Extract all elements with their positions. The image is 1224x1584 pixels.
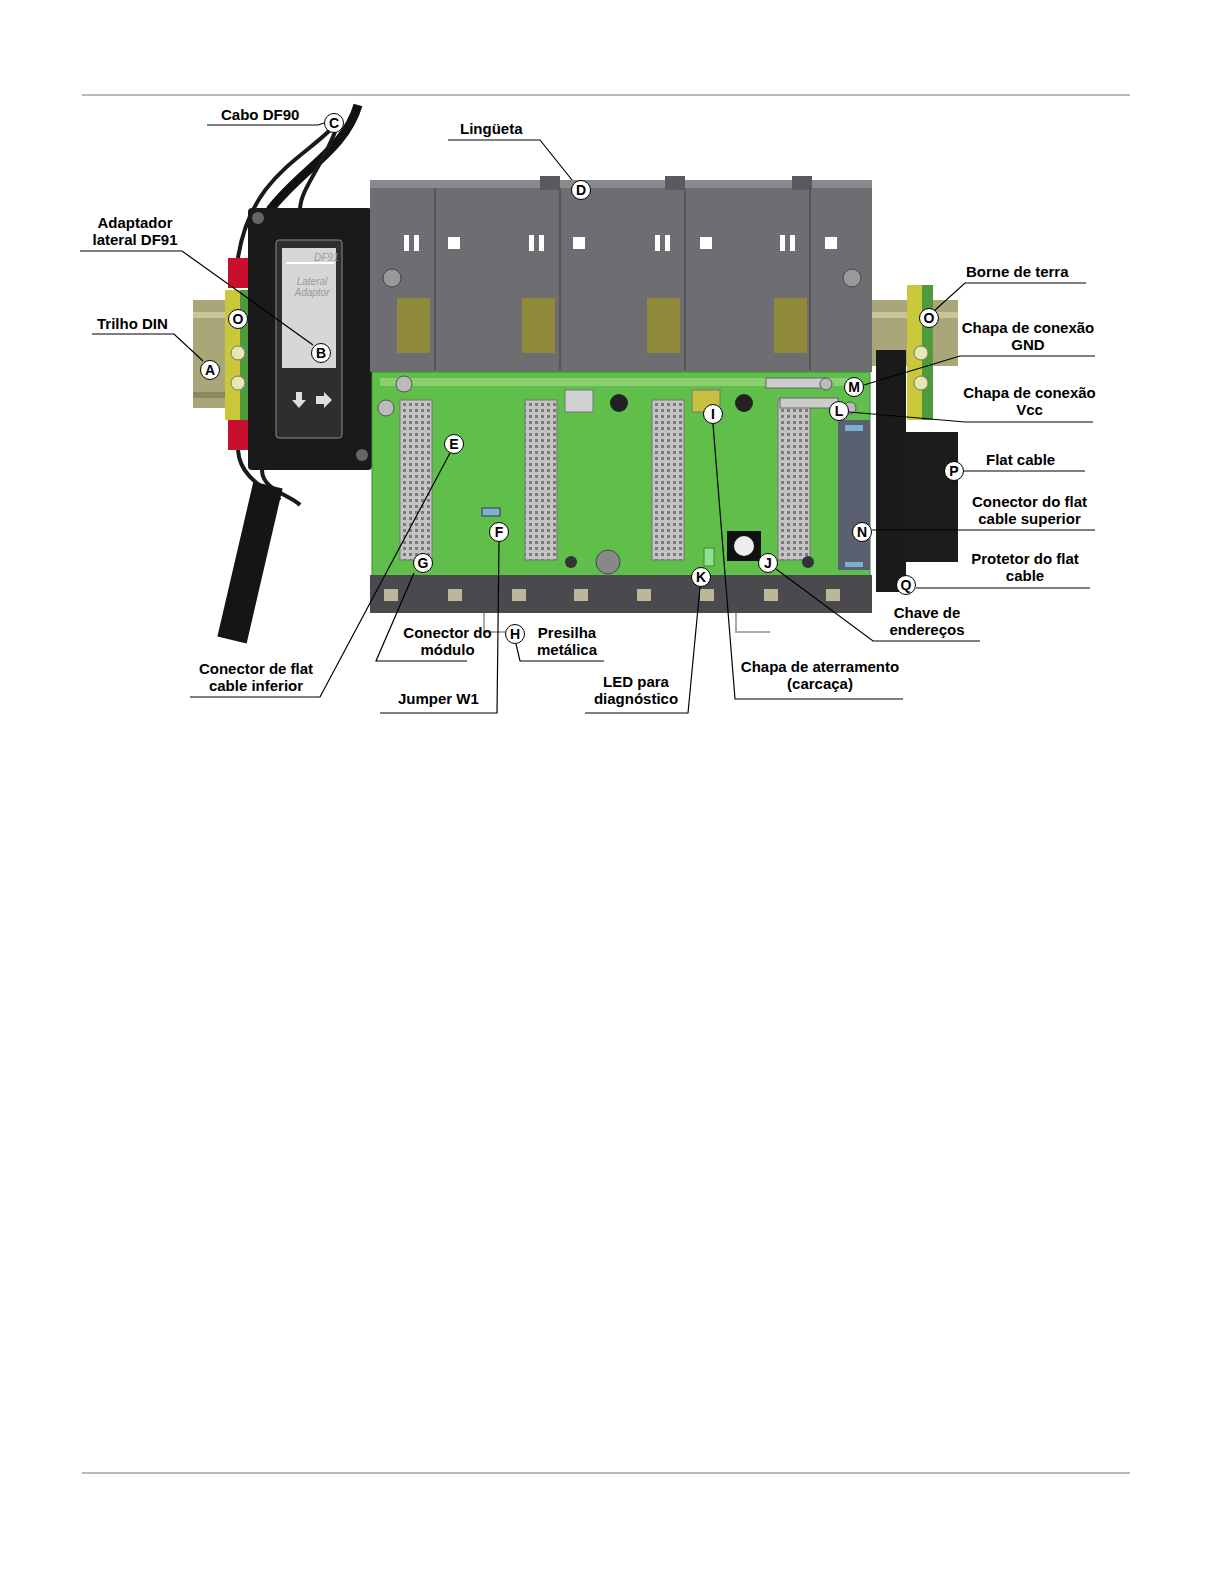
callout-circle: N <box>852 522 872 542</box>
callout-circle: G <box>413 553 433 573</box>
part-label: LED para diagnóstico <box>586 673 686 707</box>
callout-letter: Q <box>901 578 912 592</box>
part-label: Presilha metálica <box>528 624 606 658</box>
callout-circle: H <box>505 624 525 644</box>
part-label: Trilho DIN <box>97 315 168 332</box>
part-label: Conector do flat cable superior <box>963 493 1096 527</box>
callout-letter: H <box>510 627 520 641</box>
callout-circle: B <box>311 343 331 363</box>
part-label: Jumper W1 <box>398 690 479 707</box>
device-marking: Lateral Adaptor <box>290 276 334 298</box>
part-label: Lingüeta <box>460 120 523 137</box>
callout-letter: F <box>495 525 504 539</box>
callout-letter: K <box>696 570 706 584</box>
callout-letter: G <box>418 556 429 570</box>
part-label: Flat cable <box>986 451 1055 468</box>
callout-letter: E <box>449 437 458 451</box>
part-label: Protetor do flat cable <box>960 550 1090 584</box>
part-label: Adaptador lateral DF91 <box>86 214 184 248</box>
callout-letter: L <box>835 404 844 418</box>
callout-circle: Q <box>896 575 916 595</box>
callout-circle: L <box>829 401 849 421</box>
part-label: Cabo DF90 <box>221 106 299 123</box>
callout-circle: M <box>844 377 864 397</box>
callout-circle: A <box>200 360 220 380</box>
callout-letter: O <box>924 311 935 325</box>
callout-circle: O <box>919 308 939 328</box>
part-label: Chapa de conexão GND <box>958 319 1098 353</box>
part-label: Conector de flat cable inferior <box>188 660 324 694</box>
callout-circle: P <box>944 461 964 481</box>
callout-letter: D <box>576 183 586 197</box>
callout-circle: K <box>691 567 711 587</box>
part-label: Chave de endereços <box>872 604 982 638</box>
device-marking: DF91 <box>314 252 338 263</box>
callout-letter: M <box>848 380 860 394</box>
callout-circle: C <box>324 113 344 133</box>
part-label: Borne de terra <box>966 263 1069 280</box>
callout-circle: E <box>444 434 464 454</box>
callout-circle: J <box>758 553 778 573</box>
callout-letter: C <box>329 116 339 130</box>
callout-circle: O <box>228 309 248 329</box>
callout-letter: J <box>764 556 772 570</box>
callout-letter: P <box>949 464 958 478</box>
callout-letter: O <box>233 312 244 326</box>
part-label: Conector do módulo <box>400 624 495 658</box>
callout-circle: I <box>703 404 723 424</box>
callout-letter: I <box>711 407 715 421</box>
callout-letter: A <box>205 363 215 377</box>
callout-circle: F <box>489 522 509 542</box>
part-label: Chapa de aterramento (carcaça) <box>730 658 910 692</box>
part-label: Chapa de conexão Vcc <box>962 384 1097 418</box>
callout-letter: N <box>857 525 867 539</box>
callout-letter: B <box>316 346 326 360</box>
callout-circle: D <box>571 180 591 200</box>
